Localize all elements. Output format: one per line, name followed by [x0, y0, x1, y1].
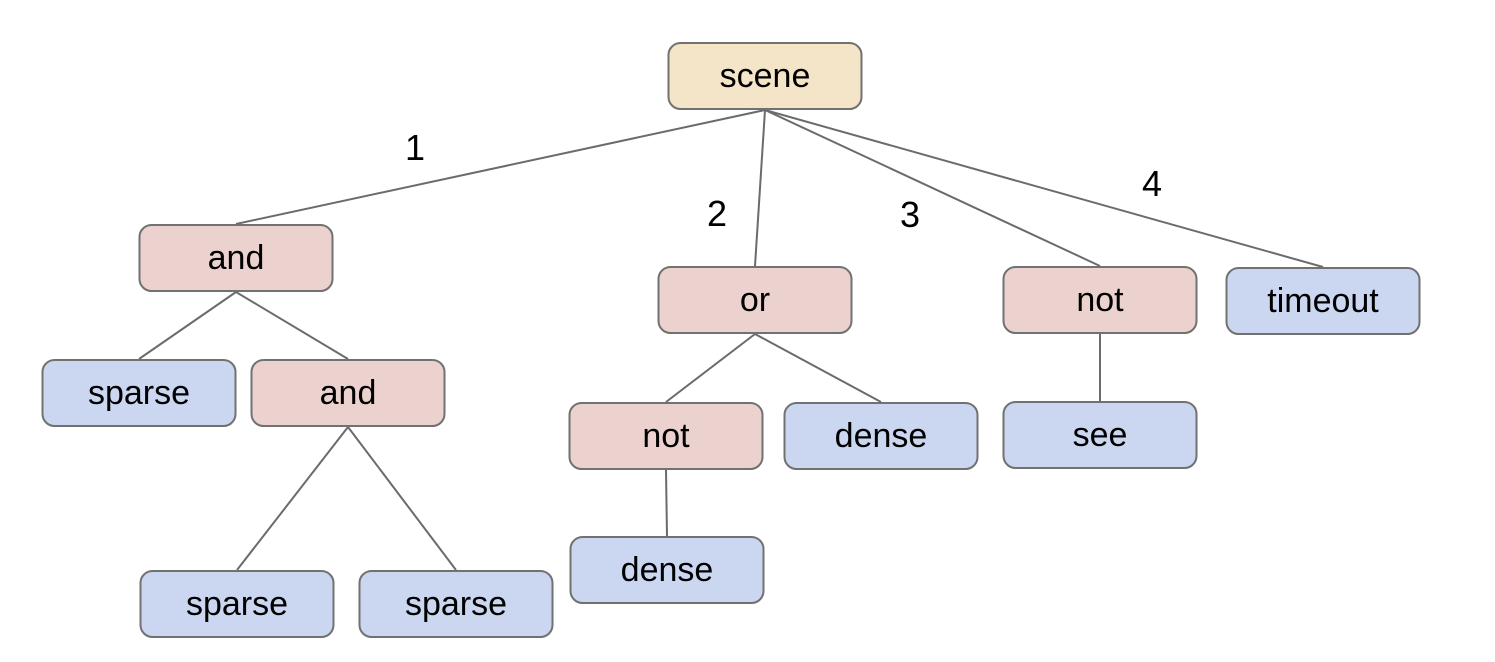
node-label-not1: not	[642, 416, 690, 455]
node-sparse3: sparse	[358, 570, 554, 638]
node-see1: see	[1002, 401, 1198, 469]
edge-and2-to-sparse2	[236, 426, 349, 571]
node-label-timeout1: timeout	[1267, 281, 1379, 320]
edge-label-2: 2	[706, 193, 728, 234]
node-label-sparse1: sparse	[87, 373, 191, 412]
node-label-or1: or	[739, 280, 771, 319]
node-sparse1: sparse	[41, 359, 237, 427]
edge-not1-to-dense2	[665, 469, 668, 537]
edge-scene-to-or1	[754, 109, 766, 267]
edge-scene-to-not2	[764, 109, 1101, 267]
node-or1: or	[657, 266, 853, 334]
edge-and1-to-sparse1	[138, 291, 237, 360]
node-and1: and	[138, 224, 334, 292]
edge-scene-to-timeout1	[764, 109, 1324, 268]
node-dense1: dense	[783, 402, 979, 470]
node-label-dense2: dense	[620, 550, 714, 589]
edge-or1-to-dense1	[754, 333, 882, 403]
node-and2: and	[250, 359, 446, 427]
edge-label-3: 3	[899, 194, 921, 235]
edge-scene-to-and1	[235, 109, 766, 225]
edge-and2-to-sparse3	[347, 426, 457, 571]
edge-and1-to-and2	[235, 291, 349, 360]
node-label-and1: and	[207, 238, 265, 277]
node-label-dense1: dense	[834, 416, 928, 455]
edge-or1-to-not1	[665, 333, 756, 403]
node-label-not2: not	[1076, 280, 1124, 319]
node-timeout1: timeout	[1225, 267, 1421, 335]
node-dense2: dense	[569, 536, 765, 604]
edge-label-4: 4	[1141, 163, 1163, 204]
node-label-scene: scene	[719, 56, 811, 95]
node-not1: not	[568, 402, 764, 470]
node-label-sparse3: sparse	[404, 584, 508, 623]
node-not2: not	[1002, 266, 1198, 334]
node-label-see1: see	[1072, 415, 1128, 454]
node-label-and2: and	[319, 373, 377, 412]
node-label-sparse2: sparse	[185, 584, 289, 623]
edge-label-1: 1	[404, 127, 426, 168]
node-sparse2: sparse	[139, 570, 335, 638]
node-scene: scene	[667, 42, 863, 110]
